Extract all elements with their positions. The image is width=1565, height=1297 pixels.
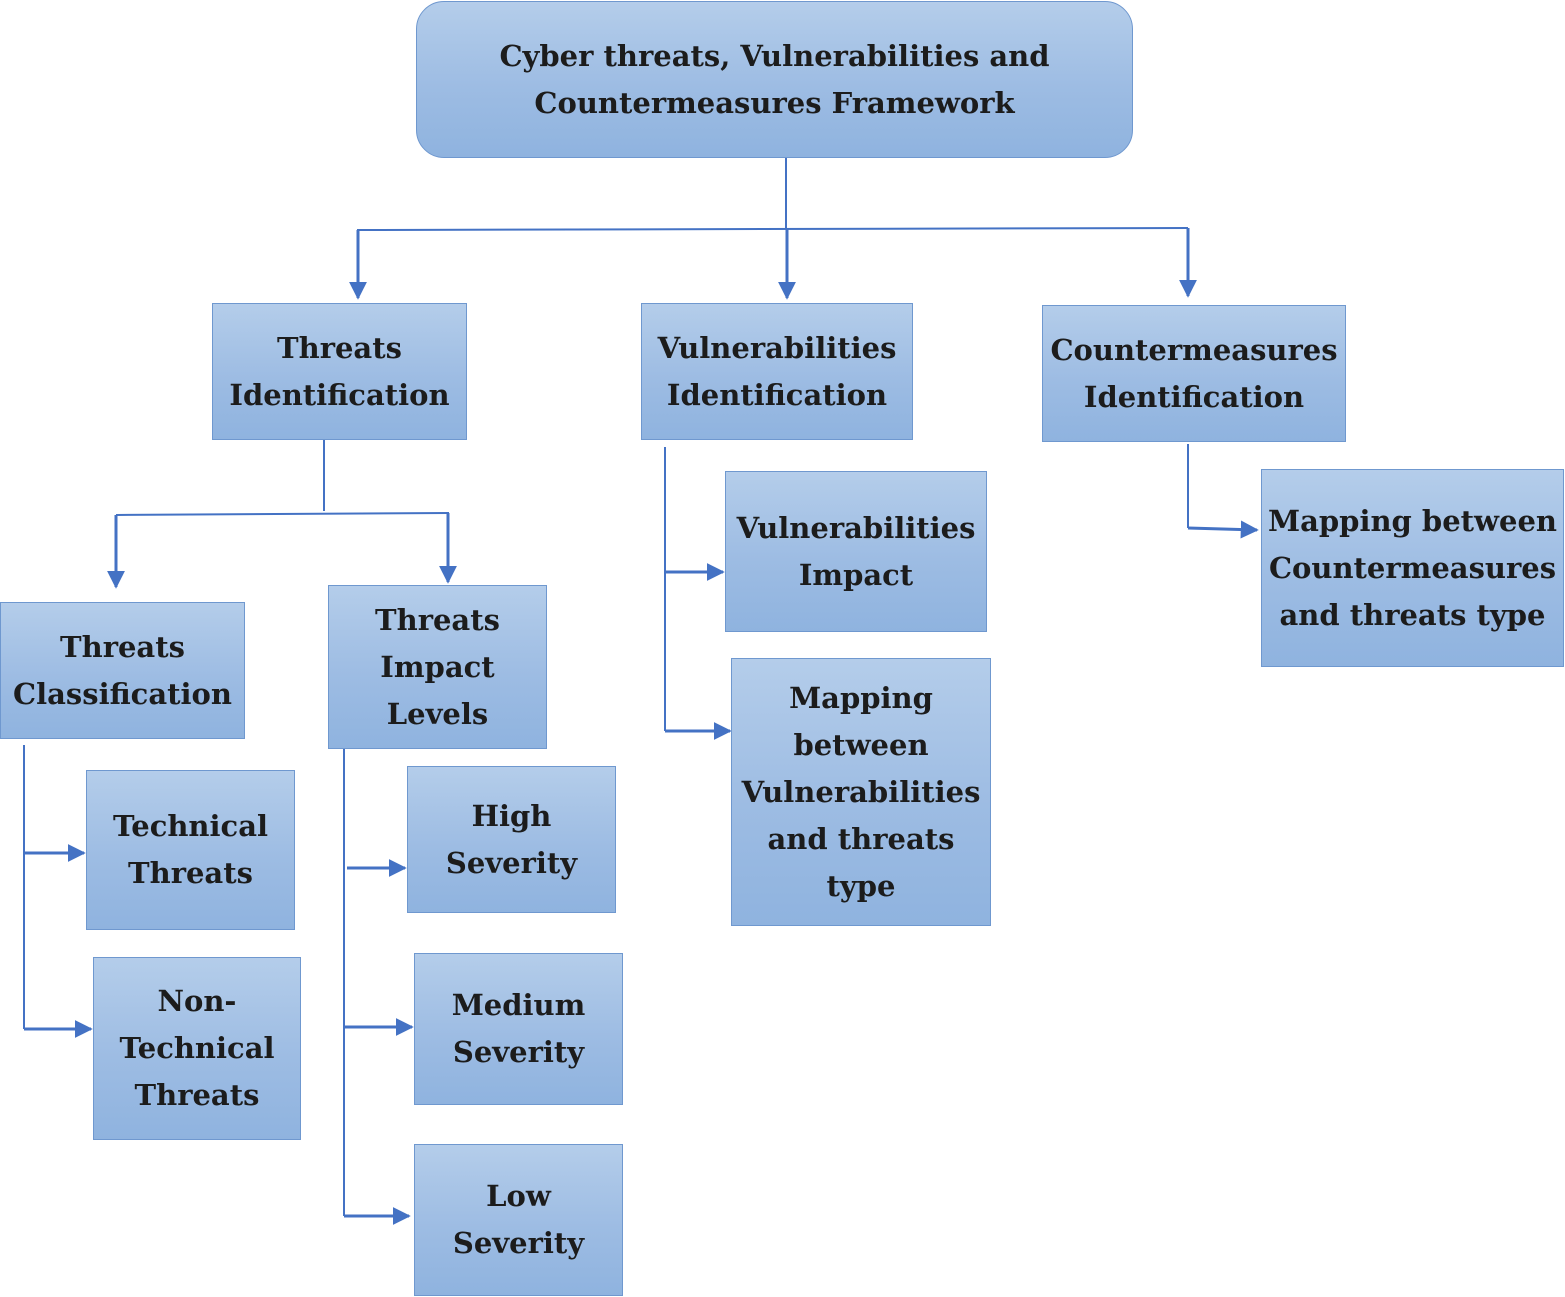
high-severity-box: High Severity: [407, 766, 616, 913]
threats-identification-box: Threats Identification: [212, 303, 467, 440]
threats-classification-box: Threats Classification: [0, 602, 245, 739]
connector-threats-bus: [115, 512, 450, 516]
vulnerabilities-impact-box: Vulnerabilities Impact: [725, 471, 987, 632]
medium-severity-box: Medium Severity: [414, 953, 623, 1105]
connector-root-bus: [356, 227, 1189, 231]
non-technical-threats-box: Non- Technical Threats: [93, 957, 301, 1140]
technical-threats-box: Technical Threats: [86, 770, 295, 930]
mapping-vulnerabilities-threats-box: Mapping between Vulnerabilities and thre…: [731, 658, 991, 926]
vulnerabilities-identification-box: Vulnerabilities Identification: [641, 303, 913, 440]
threats-impact-levels-box: Threats Impact Levels: [328, 585, 547, 749]
connector-to-mapping-countermeasures: [1187, 520, 1259, 539]
low-severity-box: Low Severity: [414, 1144, 623, 1296]
countermeasures-identification-box: Countermeasures Identification: [1042, 305, 1346, 442]
mapping-countermeasures-threats-box: Mapping between Countermeasures and thre…: [1261, 469, 1564, 667]
root-framework-box: Cyber threats, Vulnerabilities and Count…: [416, 1, 1133, 158]
